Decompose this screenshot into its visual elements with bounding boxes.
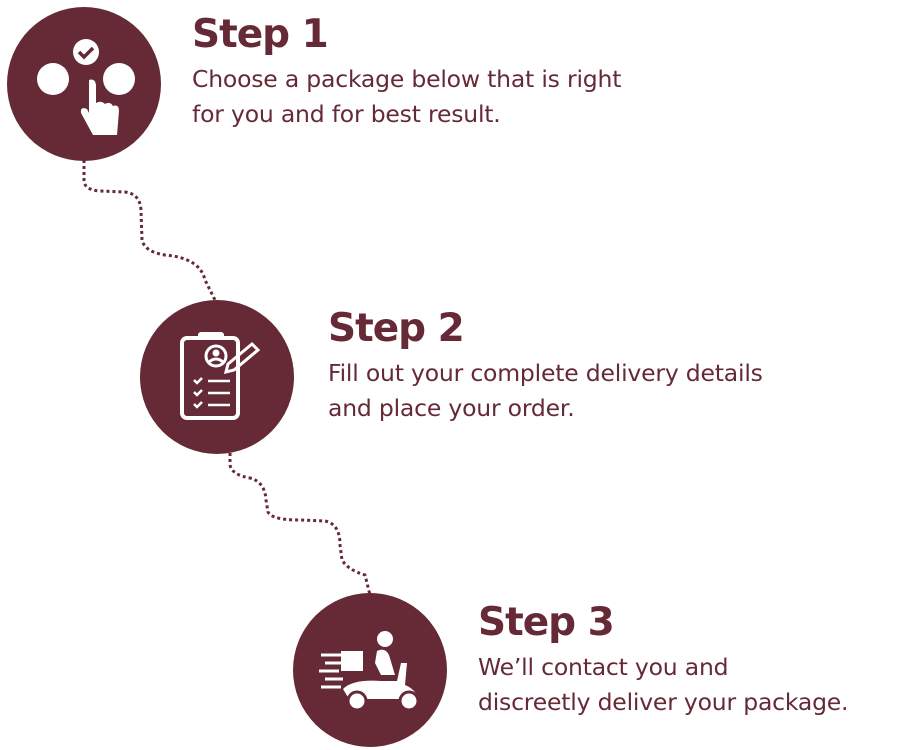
delivery-scooter-icon (319, 631, 420, 712)
hand-select-icon (37, 39, 135, 135)
step2-block: Step 2 Fill out your complete delivery d… (328, 306, 763, 426)
step3-line1: We’ll contact you and (478, 653, 729, 681)
step1-title: Step 1 (192, 12, 329, 57)
step3-title: Step 3 (478, 600, 615, 645)
connector-step2-step3 (228, 453, 372, 596)
step2-title: Step 2 (328, 306, 465, 351)
step1-icon-circle (7, 7, 161, 161)
step1-line1: Choose a package below that is right (192, 65, 622, 93)
step2-line2: and place your order. (328, 394, 575, 422)
step2-icon-circle (140, 300, 294, 454)
clipboard-form-icon (180, 332, 261, 420)
step1-line2: for you and for best result. (192, 100, 501, 128)
step3-icon-circle (293, 593, 447, 747)
step3-block: Step 3 We’ll contact you and discreetly d… (478, 600, 849, 720)
step3-line2: discreetly deliver your package. (478, 688, 849, 716)
connector-step1-step2 (82, 160, 217, 301)
step3-description: We’ll contact you and discreetly deliver … (478, 650, 849, 720)
step2-description: Fill out your complete delivery details a… (328, 356, 763, 426)
step2-line1: Fill out your complete delivery details (328, 359, 763, 387)
step1-description: Choose a package below that is right for … (192, 62, 621, 132)
step1-block: Step 1 Choose a package below that is ri… (192, 12, 621, 132)
